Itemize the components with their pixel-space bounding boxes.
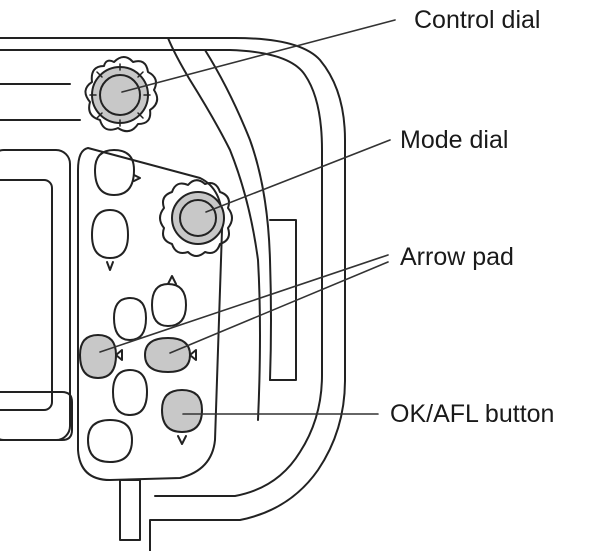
mode-dial[interactable] bbox=[159, 179, 233, 257]
leader-line-arrow-pad-right bbox=[169, 261, 389, 354]
grip-ridge-inner bbox=[204, 49, 272, 381]
leader-lines bbox=[99, 19, 396, 415]
leader-line-control-dial bbox=[121, 19, 396, 93]
arrow-pad-up-right-button[interactable] bbox=[151, 275, 187, 327]
arrow-pad-label: Arrow pad bbox=[400, 243, 514, 271]
ok-afl-button[interactable] bbox=[161, 389, 203, 445]
control-dial-label: Control dial bbox=[414, 6, 541, 34]
camera-body-inner-contour bbox=[0, 49, 323, 497]
ok-afl-button-label: OK/AFL button bbox=[390, 400, 555, 428]
strap-lug bbox=[119, 479, 141, 541]
delete-button[interactable] bbox=[87, 419, 133, 463]
lcd-bottom-ledge bbox=[0, 391, 73, 441]
mode-dial-label: Mode dial bbox=[400, 126, 509, 154]
camera-body-outline bbox=[0, 37, 346, 551]
lcd-screen-frame bbox=[0, 149, 71, 441]
grip-side-edge bbox=[269, 219, 297, 381]
menu-button[interactable] bbox=[94, 149, 141, 196]
arrow-pad-right-button[interactable] bbox=[144, 337, 197, 373]
info-button[interactable] bbox=[91, 209, 129, 271]
control-dial[interactable] bbox=[84, 56, 159, 133]
leader-line-mode-dial bbox=[205, 139, 391, 213]
arrow-pad-up-left-button[interactable] bbox=[113, 297, 147, 341]
arrow-pad-left-button[interactable] bbox=[79, 334, 123, 379]
leader-line-arrow-pad-left bbox=[99, 254, 389, 353]
lcd-screen bbox=[0, 179, 53, 411]
arrow-pad-down-button[interactable] bbox=[112, 369, 148, 416]
